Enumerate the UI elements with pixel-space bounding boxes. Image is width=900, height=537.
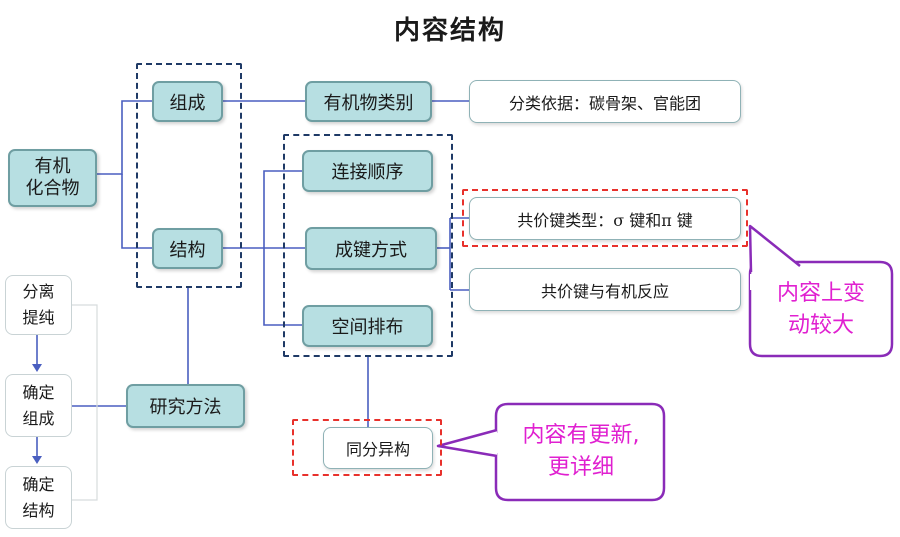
node-covalent-bond-reaction[interactable]: 共价键与有机反应	[469, 268, 741, 311]
callout-bubble-2	[494, 402, 666, 502]
covalent-bond-highlight	[462, 189, 748, 247]
node-determine-composition[interactable]: 确定 组成	[5, 374, 72, 437]
node-composition[interactable]: 组成	[152, 81, 223, 122]
isomer-highlight	[292, 419, 442, 476]
node-covalent-bond-types[interactable]: 共价键类型：σ 键和π 键	[469, 197, 741, 240]
node-bonding-mode[interactable]: 成键方式	[305, 227, 437, 270]
node-structure[interactable]: 结构	[152, 228, 223, 269]
node-classification-basis[interactable]: 分类依据：碳骨架、官能团	[469, 80, 741, 123]
node-organic-compound[interactable]: 有机 化合物	[8, 149, 97, 207]
node-research-methods[interactable]: 研究方法	[126, 384, 245, 428]
callout-updated-detail: 内容有更新, 更详细	[522, 423, 640, 480]
callout-big-change: 内容上变 动较大	[776, 281, 865, 338]
page-title: 内容结构	[393, 16, 506, 46]
node-isomers[interactable]: 同分异构	[323, 427, 433, 469]
node-determine-structure[interactable]: 确定 结构	[5, 466, 72, 529]
composition-structure-group	[136, 63, 242, 288]
node-separate-purify[interactable]: 分离 提纯	[5, 275, 72, 335]
node-connection-order[interactable]: 连接顺序	[302, 150, 433, 192]
structure-aspects-group	[283, 134, 453, 357]
node-spatial-arrangement[interactable]: 空间排布	[302, 305, 433, 347]
node-organic-classes[interactable]: 有机物类别	[305, 81, 432, 122]
